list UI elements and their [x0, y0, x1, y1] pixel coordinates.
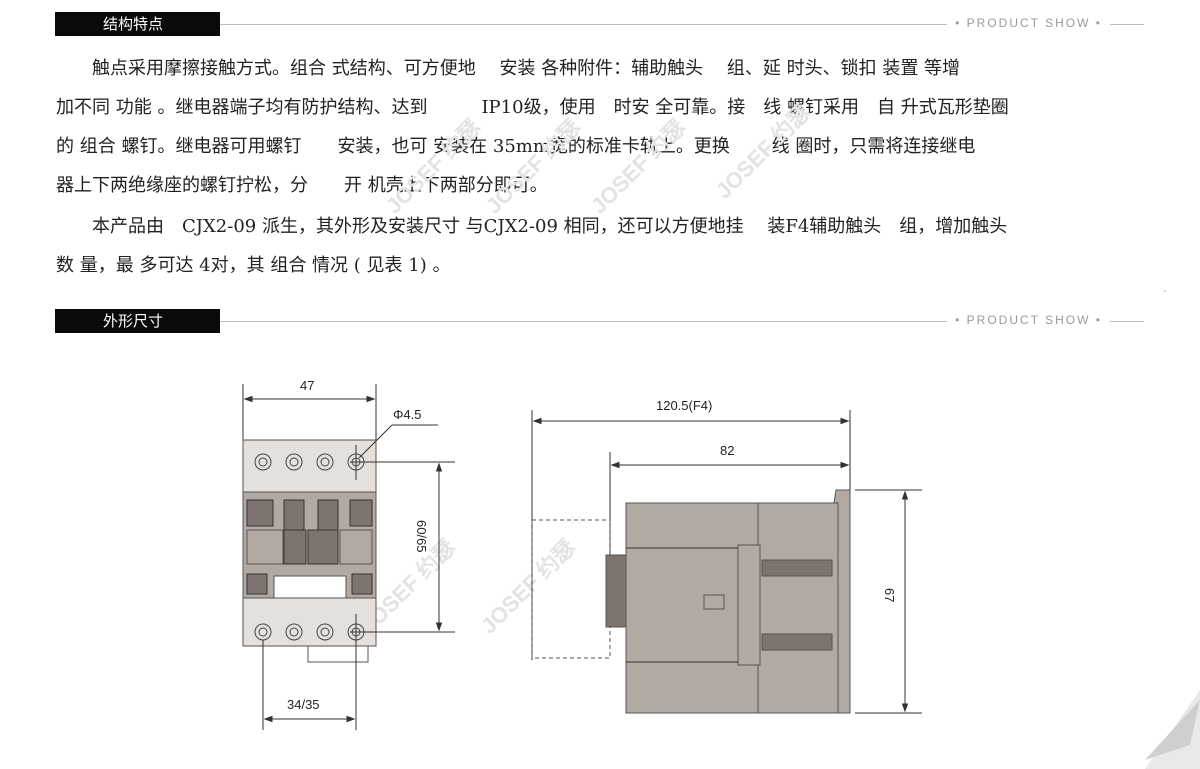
section-title-structure: 结构特点 — [55, 12, 220, 36]
paragraph-line: 器上下两绝缘座的螺钉拧松，分 开 机壳上下两部分即可。 — [56, 175, 548, 196]
paragraph-line: 触点采用摩擦接触方式。组合 式结构、可方便地 安装 各种附件：辅助触头 组、延 … — [56, 58, 961, 79]
section-title-dimensions: 外形尺寸 — [55, 309, 220, 333]
body-depth-label: 82 — [720, 443, 734, 458]
structure-paragraph: 触点采用摩擦接触方式。组合 式结构、可方便地 安装 各种附件：辅助触头 组、延 … — [56, 49, 1146, 205]
front-height-label: 60/65 — [414, 520, 429, 553]
svg-text:JOSEF 约瑟: JOSEF 约瑟 — [381, 114, 485, 218]
front-width-label: 47 — [300, 378, 314, 393]
paragraph-line: 的 组合 螺钉。继电器可用螺钉 安装，也可 安装在 35mm宽的标准卡轨上。更换… — [56, 136, 976, 157]
product-show-tagline-2: • PRODUCT SHOW • — [947, 313, 1110, 327]
svg-text:JOSEF 约瑟: JOSEF 约瑟 — [481, 114, 585, 218]
side-height-label: 67 — [882, 588, 897, 602]
svg-text:JOSEF 约瑟: JOSEF 约瑟 — [476, 534, 580, 638]
paragraph-line: 数 量，最 多可达 4对，其 组合 情况 ( 见表 1) 。 — [56, 255, 451, 276]
section-divider-2 — [220, 321, 1144, 322]
mounting-distance-label: 34/35 — [287, 697, 320, 712]
svg-text:JOSEF 约瑟: JOSEF 约瑟 — [586, 114, 690, 218]
page-curl — [1145, 290, 1200, 769]
side-view — [531, 410, 922, 714]
total-depth-label: 120.5(F4) — [656, 398, 712, 413]
paragraph-line: 加不同 功能 。继电器端子均有防护结构、达到 IP10级，使用 时安 全可靠。接… — [56, 97, 1009, 118]
hole-diameter-label: Φ4.5 — [393, 407, 421, 422]
paragraph-line: 本产品由 CJX2-09 派生，其外形及安装尺寸 与CJX2-09 相同，还可以… — [56, 216, 1008, 237]
svg-text:JOSEF 约瑟: JOSEF 约瑟 — [711, 99, 815, 203]
derivation-paragraph: 本产品由 CJX2-09 派生，其外形及安装尺寸 与CJX2-09 相同，还可以… — [56, 207, 1146, 285]
section-divider-1 — [220, 24, 1144, 25]
front-view — [242, 384, 455, 730]
product-show-tagline-1: • PRODUCT SHOW • — [947, 16, 1110, 30]
